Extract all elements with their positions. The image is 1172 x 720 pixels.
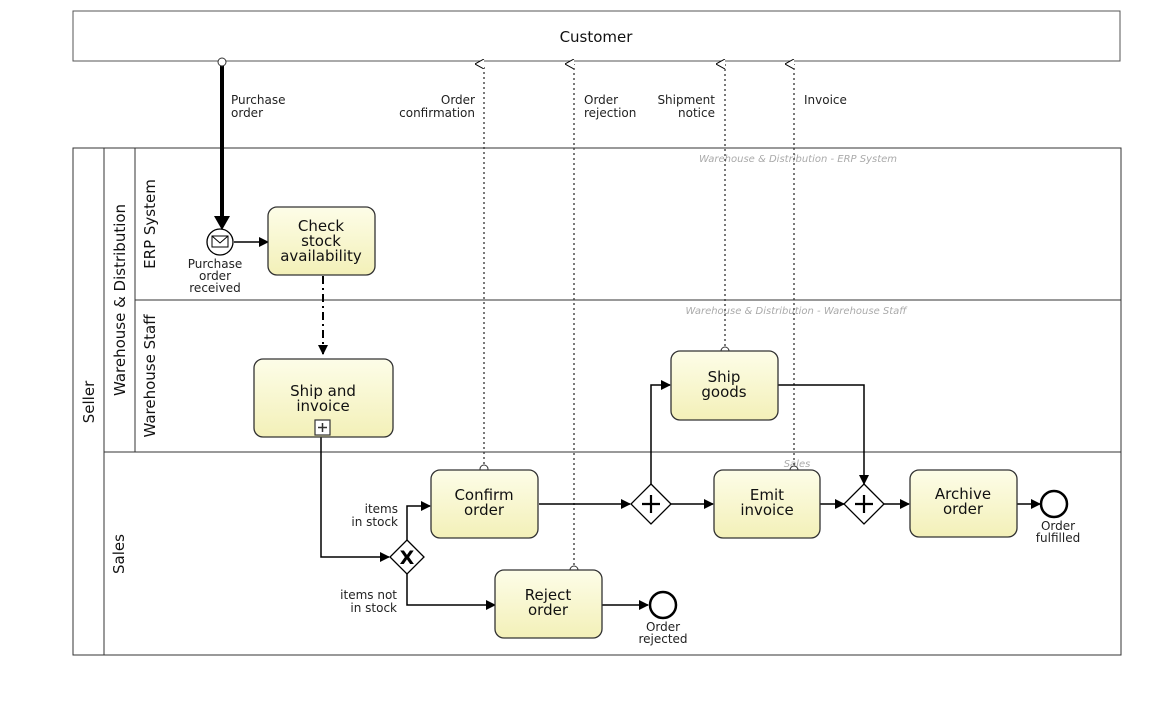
task-confirm-order[interactable]: Confirm order xyxy=(430,469,539,539)
envelope-icon xyxy=(211,235,229,248)
start-event-label-2: order xyxy=(199,269,231,283)
msg-label-order-rejection-1: Order xyxy=(584,93,618,107)
customer-pool-label: Customer xyxy=(560,28,634,46)
svg-text:Ship: Ship xyxy=(708,368,741,386)
svg-text:invoice: invoice xyxy=(296,397,349,415)
subprocess-ship-and-invoice[interactable]: Ship and invoice xyxy=(253,358,394,438)
condition-in-stock-2: in stock xyxy=(351,515,398,529)
sequence-flows xyxy=(234,237,1041,610)
msg-label-purchase-order-2: order xyxy=(231,106,263,120)
seller-pool-label: Seller xyxy=(80,380,98,423)
message-flow-purchase-order xyxy=(214,57,230,230)
task-archive-order[interactable]: Archive order xyxy=(909,469,1018,538)
flow-xor-to-confirm xyxy=(406,501,431,540)
svg-text:Emit: Emit xyxy=(750,486,784,504)
xor-icon: X xyxy=(400,547,415,569)
svg-text:order: order xyxy=(943,500,984,518)
msg-label-invoice: Invoice xyxy=(804,93,847,107)
task-ship-goods[interactable]: Ship goods xyxy=(670,350,779,421)
svg-text:goods: goods xyxy=(701,383,746,401)
start-event-label-1: Purchase xyxy=(188,257,243,271)
svg-text:fulfilled: fulfilled xyxy=(1036,531,1080,545)
msg-label-purchase-order-1: Purchase xyxy=(231,93,286,107)
task-reject-order[interactable]: Reject order xyxy=(494,569,603,639)
condition-not-in-stock-1: items not xyxy=(340,588,397,602)
svg-text:order: order xyxy=(528,601,569,619)
message-flows xyxy=(484,64,795,570)
lane-staff-watermark: Warehouse & Distribution - Warehouse Sta… xyxy=(685,306,908,317)
lane-sales-label: Sales xyxy=(110,534,128,574)
svg-text:Order: Order xyxy=(1041,519,1075,533)
lane-erp-watermark: Warehouse & Distribution - ERP System xyxy=(699,154,897,165)
lane-erp-system-label: ERP System xyxy=(141,179,159,269)
msg-label-order-confirmation-1: Order xyxy=(441,93,475,107)
svg-text:Archive: Archive xyxy=(935,485,991,503)
lane-warehouse-distribution-label: Warehouse & Distribution xyxy=(111,204,129,396)
task-check-stock-availability[interactable]: Check stock availability xyxy=(267,206,376,276)
svg-text:Check: Check xyxy=(298,217,344,235)
lane-warehouse-staff-label: Warehouse Staff xyxy=(141,314,159,438)
msg-label-order-rejection-2: rejection xyxy=(584,106,636,120)
flow-xor-to-reject xyxy=(406,574,496,610)
svg-text:Order: Order xyxy=(646,620,680,634)
svg-text:stock: stock xyxy=(301,232,341,250)
svg-text:invoice: invoice xyxy=(740,501,793,519)
condition-in-stock-1: items xyxy=(365,502,398,516)
flow-and-to-ship-goods xyxy=(650,380,671,484)
msg-label-order-confirmation-2: confirmation xyxy=(399,106,475,120)
svg-text:Confirm: Confirm xyxy=(454,486,513,504)
svg-text:Reject: Reject xyxy=(525,586,572,604)
customer-pool[interactable]: Customer xyxy=(72,10,1121,62)
start-event-label-3: received xyxy=(189,281,240,295)
task-emit-invoice[interactable]: Emit invoice xyxy=(713,469,821,539)
svg-text:Ship and: Ship and xyxy=(290,382,356,400)
gateway-xor-stock[interactable]: X xyxy=(389,539,425,575)
condition-not-in-stock-2: in stock xyxy=(350,601,397,615)
msg-label-shipment-notice-2: notice xyxy=(678,106,715,120)
flow-ship-goods-to-join xyxy=(778,384,869,485)
start-event-purchase-order-received[interactable]: Purchase order received xyxy=(188,228,243,295)
svg-text:availability: availability xyxy=(280,247,362,265)
svg-text:rejected: rejected xyxy=(638,632,687,646)
lane-sales-watermark: Sales xyxy=(784,459,811,470)
msg-label-shipment-notice-1: Shipment xyxy=(657,93,715,107)
end-event-order-fulfilled[interactable]: Order fulfilled xyxy=(1036,489,1080,545)
flow-ship-invoice-to-xor xyxy=(320,437,390,562)
gateway-and-join[interactable] xyxy=(843,483,885,525)
gateway-and-split[interactable] xyxy=(630,483,672,525)
svg-text:order: order xyxy=(464,501,505,519)
end-event-order-rejected[interactable]: Order rejected xyxy=(638,590,688,646)
